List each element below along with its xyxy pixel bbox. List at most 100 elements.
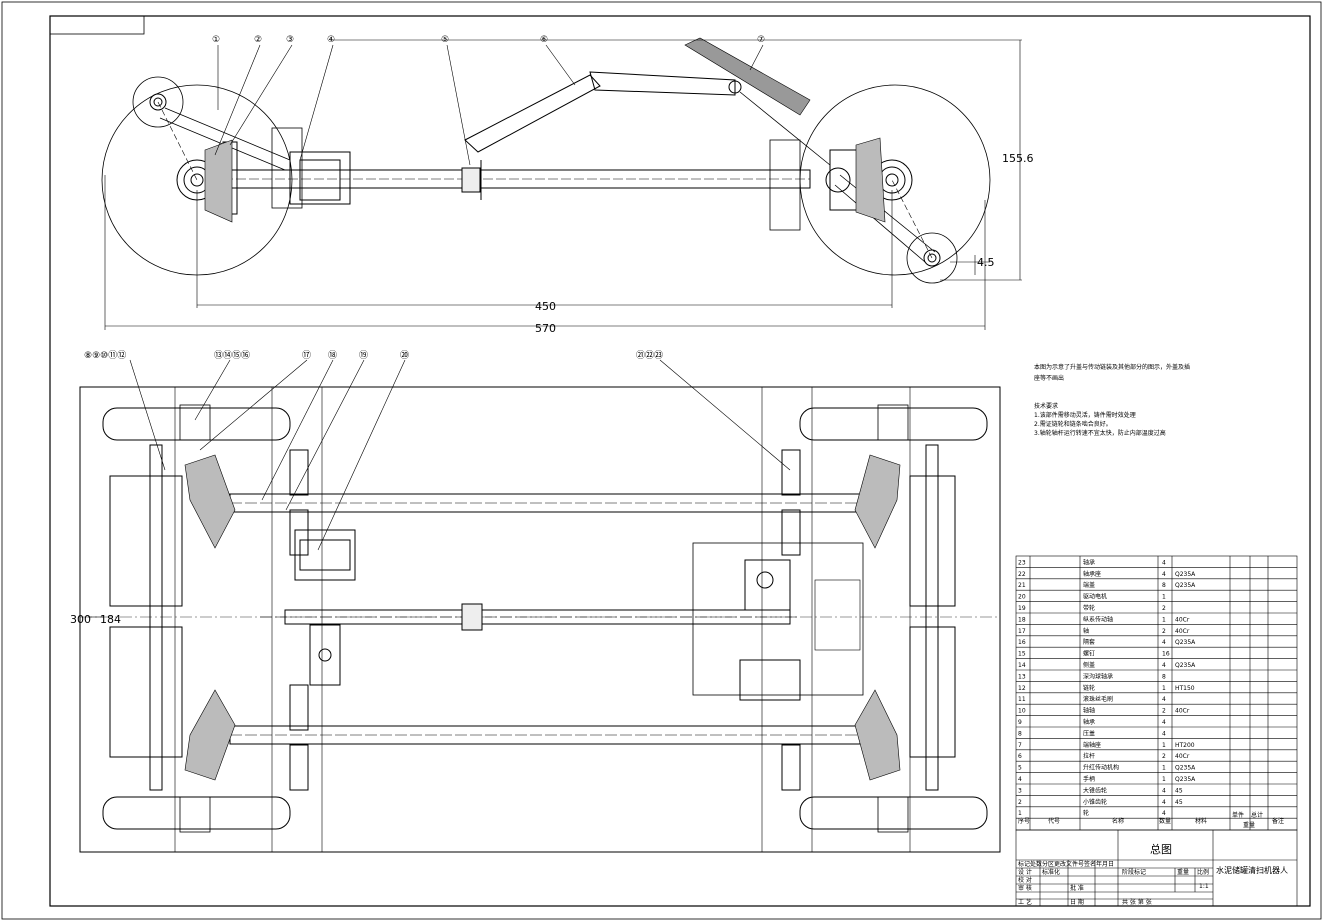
bom-cell-no: 6 [1018,753,1022,760]
product-name: 水泥储罐清扫机器人 [1216,865,1288,875]
svg-text:日 期: 日 期 [1070,898,1084,906]
bom-cell-qty: 1 [1162,616,1166,623]
bom-cell-qty: 1 [1162,765,1166,772]
bom-cell-qty: 4 [1162,799,1166,806]
bom-cell-mat: 40Cr [1175,616,1190,623]
bom-cell-no: 15 [1018,651,1026,658]
bom-cell-no: 1 [1018,810,1022,817]
svg-text:数量: 数量 [1159,817,1171,825]
tech-requirements-title: 技术要求 [1034,402,1058,410]
svg-text:设 计: 设 计 [1018,868,1032,876]
bom-cell-name: 端轴座 [1083,741,1101,749]
bom-cell-no: 3 [1018,787,1022,794]
bom-cell-no: 8 [1018,730,1022,737]
bom-cell-mat: Q235A [1175,765,1196,772]
bom-cell-qty: 4 [1162,787,1166,794]
plan-callouts [129,359,791,551]
bom-cell-name: 压盖 [1083,729,1095,737]
dim-wheelbase: 450 [535,300,556,313]
svg-text:总计: 总计 [1251,811,1263,819]
bom-cell-mat: HT200 [1175,742,1195,749]
bom-cell-qty: 1 [1162,776,1166,783]
callout-18: ⑱ [328,350,337,361]
note-intro-line2: 座等不画出 [1034,374,1064,382]
bom-cell-qty: 8 [1162,673,1166,680]
bom-cell-mat: 45 [1175,787,1183,794]
bom-cell-name: 带轮 [1083,604,1095,612]
svg-text:序号: 序号 [1018,817,1030,825]
callout-5: ⑤ [441,35,449,45]
bom-cell-name: 端盖 [1083,581,1095,589]
bom-cell-no: 4 [1018,776,1022,783]
callout-group-13-16: ⑬⑭⑮⑯ [214,350,250,361]
bom-cell-mat: Q235A [1175,776,1196,783]
bom-cell-qty: 2 [1162,708,1166,715]
svg-text:重量: 重量 [1243,821,1255,829]
svg-text:名称: 名称 [1112,817,1124,825]
bom-cell-mat: 40Cr [1175,753,1190,760]
bom-cell-no: 5 [1018,765,1022,772]
dim-height: 155.6 [1002,152,1034,165]
bom-cell-no: 23 [1018,559,1026,566]
bom-cell-name: 小锥齿轮 [1083,798,1107,806]
bom-cell-name: 滚珠丝毛刷 [1083,695,1113,703]
svg-text:重量: 重量 [1177,868,1189,876]
bom-cell-name: 驱动电机 [1083,593,1107,601]
bom-cell-name: 轴承座 [1083,570,1101,578]
bom-cell-no: 20 [1018,594,1026,601]
callout-4: ④ [327,35,335,45]
callout-group-8-12: ⑧⑨⑩⑪⑫ [84,350,126,361]
bom-cell-qty: 1 [1162,594,1166,601]
tech-item-2: 2.需证链轮和链条啮合良好。 [1034,420,1112,428]
title-block [1015,829,1298,907]
svg-text:审 核: 审 核 [1018,884,1032,892]
bom-table [1015,555,1298,831]
bom-cell-no: 18 [1018,616,1026,623]
bom-cell-mat: Q235A [1175,639,1196,646]
callout-7: ⑦ [757,35,765,45]
bom-cell-no: 16 [1018,639,1026,646]
dim-overall: 570 [535,322,556,335]
bom-cell-no: 21 [1018,582,1026,589]
bom-cell-no: 17 [1018,628,1026,635]
tech-item-1: 1.该部件需移动灵活，铸件需时效处理 [1034,411,1136,419]
svg-text:工 艺: 工 艺 [1018,898,1032,906]
top-callouts [214,44,764,166]
bom-cell-no: 2 [1018,799,1022,806]
bom-cell-no: 12 [1018,685,1026,692]
bom-cell-name: 深沟球轴承 [1083,672,1113,680]
bom-cell-qty: 4 [1162,696,1166,703]
callout-17: ⑰ [302,350,311,361]
bom-cell-name: 螺钉 [1083,650,1095,658]
bom-cell-no: 11 [1018,696,1026,703]
dim-inner: 184 [100,613,121,626]
svg-text:标记处数分区更改文件号签名年月日: 标记处数分区更改文件号签名年月日 [1018,860,1114,868]
svg-text:标准化: 标准化 [1042,868,1060,876]
dim-offset: 4.5 [977,256,995,269]
callout-3: ③ [286,35,294,45]
bom-cell-qty: 4 [1162,662,1166,669]
note-intro-line1: 本图为示意了升盖与传动链装及其他部分的图示，外盖及插 [1034,363,1190,371]
plan-view [79,386,1001,853]
bom-cell-name: 升红传动机构 [1083,764,1119,772]
bom-cell-qty: 16 [1162,651,1170,658]
top-view [101,37,1022,330]
bom-cell-name: 侧盖 [1083,661,1095,669]
bom-cell-no: 13 [1018,673,1026,680]
bom-cell-qty: 4 [1162,571,1166,578]
bom-cell-qty: 2 [1162,628,1166,635]
title-block-text: 总图 水泥储罐清扫机器人 标记处数分区更改文件号签名年月日 设 计 标准化 校 … [1018,842,1288,906]
svg-text:共 张 第 张: 共 张 第 张 [1122,898,1152,906]
svg-text:备注: 备注 [1272,817,1284,825]
bom-cell-mat: 45 [1175,799,1183,806]
bom-cell-qty: 1 [1162,685,1166,692]
svg-text:批 准: 批 准 [1070,884,1084,892]
bom-cell-name: 轴承 [1083,558,1095,566]
bom-cell-qty: 4 [1162,730,1166,737]
bom-cell-name: 大锥齿轮 [1083,786,1107,794]
bom-cell-name: 轮 [1083,809,1089,817]
bom-cell-no: 7 [1018,742,1022,749]
callout-2: ② [254,35,262,45]
